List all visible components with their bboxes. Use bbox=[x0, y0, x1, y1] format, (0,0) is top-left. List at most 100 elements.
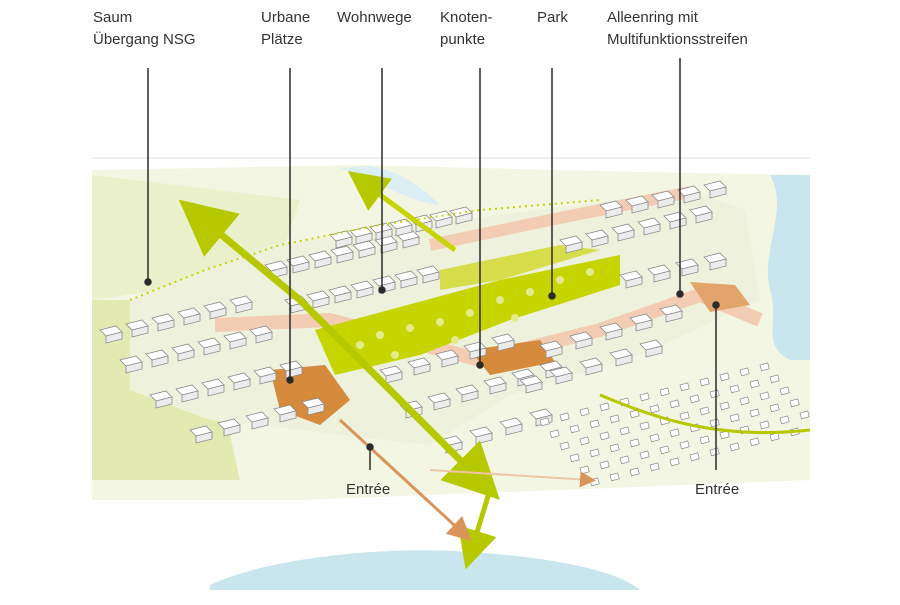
house bbox=[759, 391, 770, 401]
house bbox=[789, 398, 800, 408]
house bbox=[679, 440, 690, 450]
building-side bbox=[131, 325, 149, 338]
house bbox=[559, 441, 570, 451]
building-side bbox=[591, 235, 609, 248]
building-side bbox=[314, 256, 332, 269]
lake-south bbox=[210, 550, 640, 590]
house bbox=[599, 431, 610, 441]
house bbox=[649, 462, 660, 472]
building-side bbox=[105, 331, 123, 344]
building-side bbox=[525, 381, 543, 394]
building-side bbox=[336, 251, 354, 264]
building-side bbox=[251, 417, 269, 430]
building-blocks bbox=[99, 180, 727, 454]
house bbox=[569, 453, 580, 463]
building-side bbox=[681, 264, 699, 277]
building-side bbox=[695, 211, 713, 224]
building-side bbox=[229, 337, 247, 350]
house bbox=[699, 406, 710, 416]
residential-houses bbox=[539, 362, 810, 487]
nsg-boundary bbox=[129, 199, 601, 301]
house bbox=[759, 420, 770, 430]
label-urbane-plaetze: Urbane Plätze bbox=[261, 9, 311, 48]
house bbox=[639, 392, 650, 402]
house bbox=[769, 403, 780, 413]
building-side bbox=[335, 236, 353, 249]
house bbox=[729, 413, 740, 423]
building-side bbox=[181, 390, 199, 403]
building-side bbox=[223, 424, 241, 437]
house bbox=[719, 430, 730, 440]
building-side bbox=[505, 423, 523, 436]
building-side bbox=[255, 331, 273, 344]
building-side bbox=[555, 372, 573, 385]
house bbox=[669, 457, 680, 467]
house bbox=[719, 401, 730, 411]
house bbox=[769, 374, 780, 384]
label-entree-left: Entrée bbox=[346, 481, 391, 498]
house bbox=[609, 472, 620, 482]
house bbox=[749, 437, 760, 447]
building-side bbox=[441, 355, 459, 368]
house bbox=[639, 450, 650, 460]
house bbox=[699, 377, 710, 387]
building-side bbox=[334, 291, 352, 304]
house bbox=[649, 404, 660, 414]
house bbox=[589, 419, 600, 429]
house bbox=[749, 379, 760, 389]
house bbox=[559, 412, 570, 422]
building-side bbox=[151, 355, 169, 368]
building-side bbox=[575, 337, 593, 350]
house bbox=[779, 386, 790, 396]
house bbox=[579, 436, 590, 446]
building-side bbox=[617, 229, 635, 242]
house bbox=[599, 402, 610, 412]
building-side bbox=[400, 276, 418, 289]
house bbox=[619, 426, 630, 436]
building-side bbox=[433, 398, 451, 411]
building-side bbox=[631, 201, 649, 214]
label-alleenring: Alleenring mit Multifunktionsstreifen bbox=[607, 9, 748, 48]
green-south-arrow bbox=[458, 489, 497, 570]
house bbox=[649, 433, 660, 443]
building-side bbox=[461, 390, 479, 403]
building-side bbox=[203, 343, 221, 356]
house bbox=[739, 367, 750, 377]
building-side bbox=[489, 382, 507, 395]
building-side bbox=[183, 313, 201, 326]
building-side bbox=[565, 241, 583, 254]
building-side bbox=[385, 371, 403, 384]
building-side bbox=[422, 271, 440, 284]
house bbox=[659, 387, 670, 397]
building-side bbox=[643, 223, 661, 236]
building-side bbox=[605, 328, 623, 341]
house bbox=[619, 455, 630, 465]
building-side bbox=[235, 301, 253, 314]
house bbox=[719, 372, 730, 382]
green-axis-arrow bbox=[297, 297, 500, 500]
house bbox=[679, 411, 690, 421]
entrance-arrow-south bbox=[338, 418, 472, 542]
building-side bbox=[413, 363, 431, 376]
house bbox=[799, 410, 810, 420]
building-side bbox=[356, 286, 374, 299]
house bbox=[689, 452, 700, 462]
building-side bbox=[653, 270, 671, 283]
house bbox=[549, 429, 560, 439]
building-side bbox=[312, 296, 330, 309]
house bbox=[609, 443, 620, 453]
building-side bbox=[380, 241, 398, 254]
building-side bbox=[605, 206, 623, 219]
house bbox=[669, 399, 680, 409]
building-side bbox=[665, 310, 683, 323]
building-side bbox=[155, 396, 173, 409]
label-saum: Saum Übergang NSG bbox=[93, 9, 196, 48]
house bbox=[629, 438, 640, 448]
building-side bbox=[402, 236, 420, 249]
building-side bbox=[209, 307, 227, 320]
building-side bbox=[395, 224, 413, 237]
entrance-arrow-east bbox=[429, 469, 596, 488]
house bbox=[759, 362, 770, 372]
